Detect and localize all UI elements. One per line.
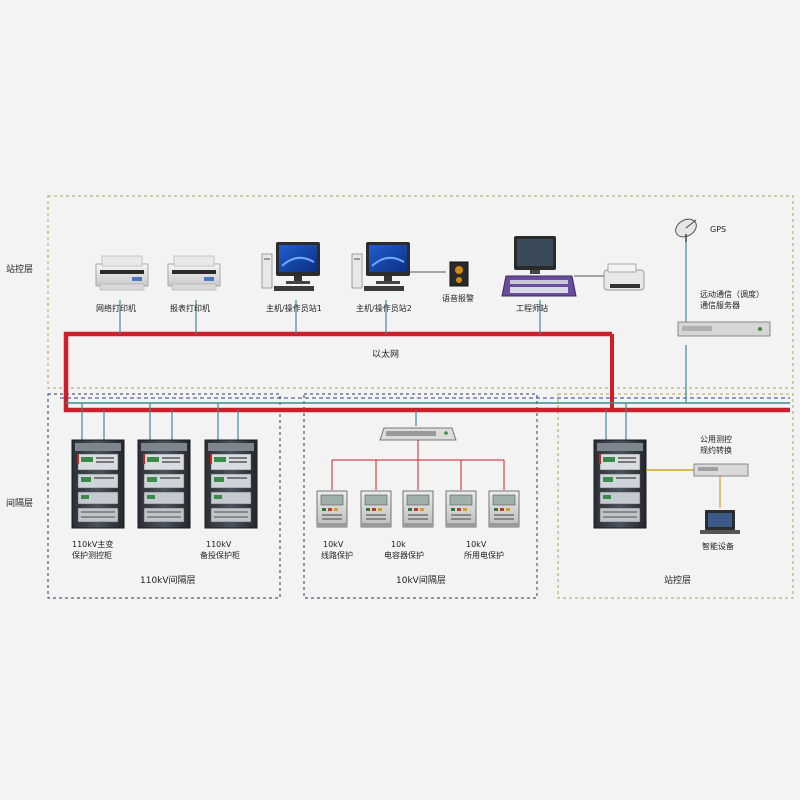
- network-switch-icon: [379, 427, 457, 441]
- label-main-transformer-line1: 110kV主变: [72, 539, 113, 549]
- label-network-printer: 网络打印机: [96, 303, 136, 313]
- label-capacitor-protection-line2: 电容器保护: [384, 550, 424, 560]
- switch-distribution-lines: [331, 440, 505, 490]
- label-host-station1: 主机/操作员站1: [266, 303, 322, 313]
- communication-server-icon: [677, 321, 771, 337]
- label-backup-line2: 备投保护柜: [200, 550, 240, 560]
- zone-110kv-bay: [47, 393, 281, 599]
- label-backup-line1: 110kV: [206, 540, 232, 549]
- cabinet-icon: [137, 439, 191, 529]
- right-drop-lines: [605, 403, 627, 440]
- relay-icon: [488, 490, 520, 528]
- zone-10kv-bay: [303, 393, 538, 599]
- zone-label-110kv: 110kV间隔层: [140, 574, 196, 586]
- host-station1-computer-icon: [261, 241, 321, 292]
- label-smart-device: 智能设备: [702, 541, 734, 551]
- label-speaker: 语音报警: [442, 293, 474, 303]
- label-telecontrol-line2: 通信服务器: [700, 300, 740, 310]
- layer-label-bay: 间隔层: [6, 497, 33, 509]
- label-line-protection-line2: 线路保护: [321, 550, 353, 560]
- label-station-protection-line2: 所用电保护: [464, 550, 504, 560]
- label-telecontrol-line1: 远动通信（调度）: [700, 289, 764, 299]
- cabinet-icon: [71, 439, 125, 529]
- ethernet-label: 以太网: [372, 348, 399, 360]
- label-engineer-station: 工程师站: [516, 303, 548, 313]
- laser-printer-icon: [603, 263, 645, 291]
- cabinet-icon: [204, 439, 258, 529]
- label-station-protection-line1: 10kV: [466, 540, 487, 549]
- relay-icon: [445, 490, 477, 528]
- gps-satellite-dish-icon: [675, 218, 697, 242]
- report-printer-icon: [167, 255, 221, 291]
- ethernet-ring: [63, 331, 790, 413]
- zone-station-right: [557, 393, 794, 599]
- label-line-protection-line1: 10kV: [323, 540, 344, 549]
- network-printer-icon: [95, 255, 149, 291]
- host-station2-computer-icon: [351, 241, 411, 292]
- label-main-transformer-line2: 保护测控柜: [72, 550, 112, 560]
- label-capacitor-protection-line1: 10k: [391, 540, 406, 549]
- label-host-station2: 主机/操作员站2: [356, 303, 412, 313]
- relay-icon: [316, 490, 348, 528]
- label-protocol-converter-line2: 规约转换: [700, 445, 732, 455]
- bay-110kv-drop-lines: [81, 403, 239, 440]
- speaker-icon: [449, 261, 469, 287]
- relay-icon: [360, 490, 392, 528]
- station-control-zone: [47, 195, 794, 389]
- layer-label-station: 站控层: [6, 263, 33, 275]
- label-gps: GPS: [710, 225, 726, 234]
- protocol-converter-icon: [693, 463, 749, 477]
- relay-icon: [402, 490, 434, 528]
- zone-label-station-right: 站控层: [664, 574, 691, 586]
- label-report-printer: 报表打印机: [170, 303, 210, 313]
- engineer-workstation-icon: [501, 236, 577, 297]
- cabinet-icon: [593, 439, 647, 529]
- zone-label-10kv: 10kV间隔层: [396, 574, 446, 586]
- laptop-icon: [700, 510, 740, 534]
- label-protocol-converter-line1: 公用测控: [700, 434, 732, 444]
- station-drop-lines: [119, 240, 687, 403]
